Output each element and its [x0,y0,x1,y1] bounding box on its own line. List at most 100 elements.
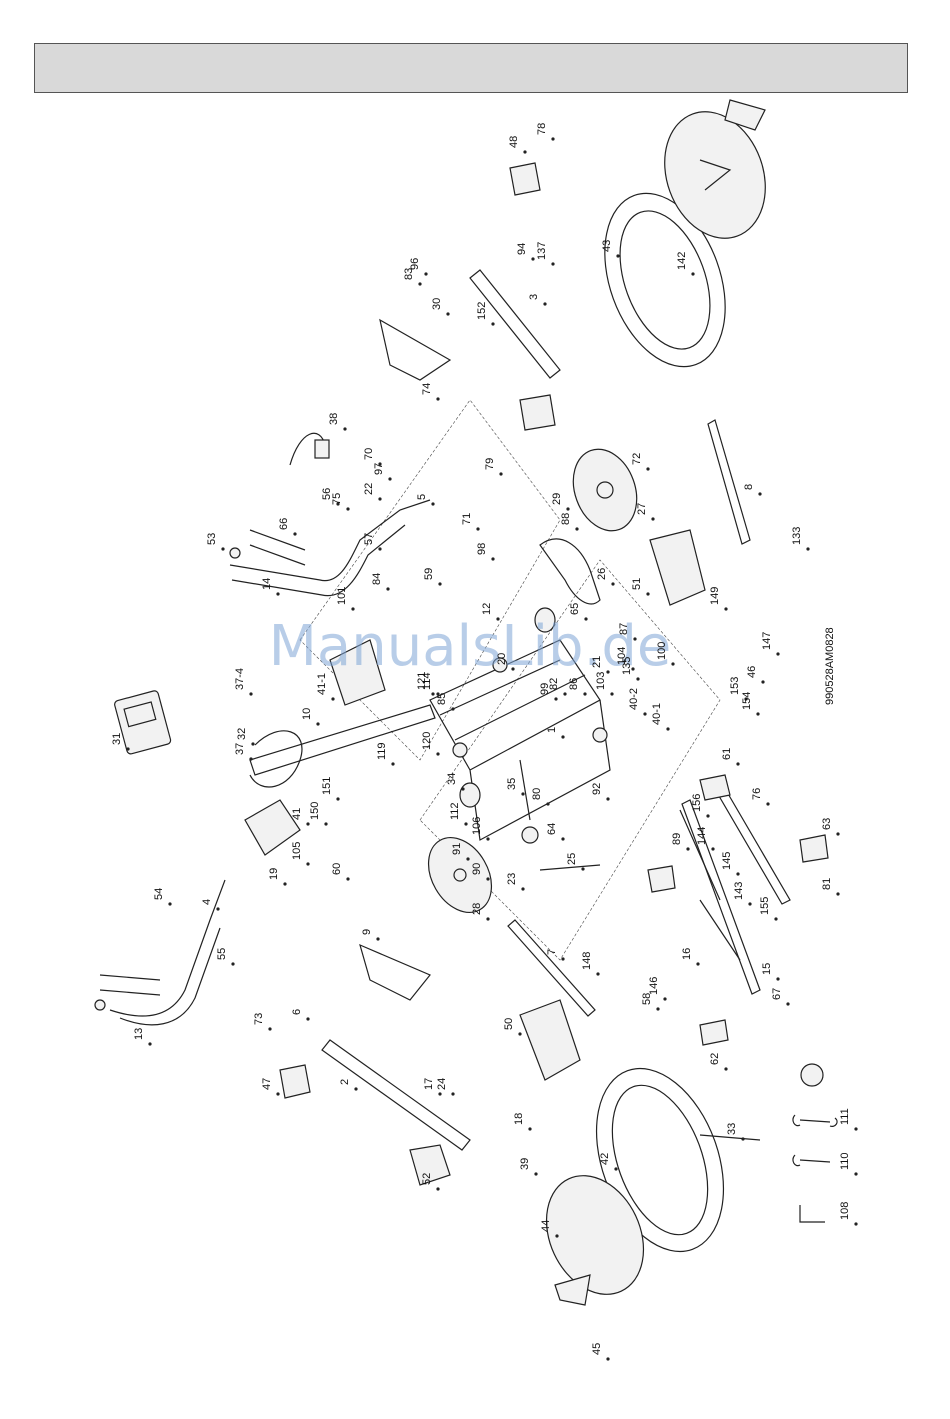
leader-dot-105 [306,862,310,866]
part-label-53: 53 [206,533,218,545]
part-label-47: 47 [261,1078,273,1090]
leader-dot-87 [633,637,637,641]
leader-dot-101 [351,607,355,611]
leader-dot-8 [758,492,762,496]
lower-arm-right [469,269,561,379]
part-label-112: 112 [449,802,461,820]
leader-dot-17 [438,1092,442,1096]
leader-dot-146 [663,997,667,1001]
leader-dot-114 [436,692,440,696]
leader-dot-88 [575,527,579,531]
leader-dot-150 [324,822,328,826]
leader-dot-1 [561,735,565,739]
leader-dot-42 [614,1167,618,1171]
leader-dot-59 [438,582,442,586]
leader-dot-13 [148,1042,152,1046]
part-label-70: 70 [363,448,375,460]
lower-arm-left [321,1039,471,1151]
part-label-80: 80 [531,788,543,800]
leader-dot-103 [610,692,614,696]
part-label-75: 75 [331,493,343,505]
leader-dot-72 [646,467,650,471]
leader-dot-99 [554,697,558,701]
leader-dot-71 [476,527,480,531]
part-label-66: 66 [278,518,290,530]
part-label-35: 35 [506,778,518,790]
leader-dot-151 [336,797,340,801]
leader-dot-110 [854,1172,858,1176]
disc-cover-left [545,1175,645,1295]
leader-dot-48 [523,150,527,154]
cable-33 [699,1134,761,1141]
leader-dot-73 [268,1027,272,1031]
part-label-44: 44 [540,1220,552,1232]
leader-dot-24 [451,1092,455,1096]
leader-dot-142 [691,272,695,276]
left-arm [109,879,226,1017]
cross-member-upper [379,318,452,381]
part-label-24: 24 [436,1078,448,1090]
part-label-9: 9 [361,929,373,935]
handlebar-stem [249,704,436,776]
pedal-left [519,999,581,1081]
leader-dot-119 [391,762,395,766]
part-label-121: 121 [416,672,428,690]
cross-member-lower [359,943,431,1001]
part-label-154: 154 [741,692,753,710]
part-label-5: 5 [416,494,428,500]
socket-tool-icon [800,1063,824,1087]
part-label-1: 1 [546,727,558,733]
leader-dot-41 [306,822,310,826]
part-label-101: 101 [336,587,348,605]
disc-cover-right [664,111,766,239]
leader-dot-78 [551,137,555,141]
part-label-18: 18 [513,1113,525,1125]
foot-62 [699,1019,729,1046]
part-label-8: 8 [743,484,755,490]
leader-dot-97 [388,477,392,481]
part-label-28: 28 [471,903,483,915]
drawing-shapes [94,99,838,1306]
pedal-rail-left [507,919,596,1017]
leader-dot-137 [551,262,555,266]
cover-52-lower [409,1144,451,1186]
leader-dot-37-4 [249,692,253,696]
part-label-84: 84 [371,573,383,585]
leader-dot-108 [854,1222,858,1226]
part-label-114: 114 [421,672,433,690]
leader-dot-92 [606,797,610,801]
part-label-50: 50 [503,1018,515,1030]
bearing-64-lower [521,826,539,844]
leader-dot-3 [543,302,547,306]
part-label-4: 4 [201,899,213,905]
main-frame-struts [439,659,586,821]
leader-dot-38 [343,427,347,431]
part-label-6: 6 [291,1009,303,1015]
leader-dot-55 [231,962,235,966]
part-label-78: 78 [536,123,548,135]
leader-dot-44 [555,1234,559,1238]
leader-dot-64 [561,837,565,841]
part-label-20: 20 [496,653,508,665]
cover-52-upper [519,394,556,431]
leader-dot-37 [249,757,253,761]
leader-dot-51 [646,592,650,596]
part-label-64: 64 [546,823,558,835]
part-label-81: 81 [821,878,833,890]
right-arm-outline [231,524,406,597]
part-label-137: 137 [536,242,548,260]
stabilizer-bar [681,799,761,995]
leader-dot-67 [786,1002,790,1006]
leader-dot-34 [461,787,465,791]
part-label-51: 51 [631,578,643,590]
leader-dot-144 [711,847,715,851]
leader-dot-35 [521,792,525,796]
part-label-94: 94 [516,243,528,255]
end-plug-53-upper [229,547,241,559]
part-label-90: 90 [471,863,483,875]
leader-dot-84 [386,587,390,591]
right-arm [229,499,431,582]
leader-dot-25 [581,867,585,871]
double-wrench-icon [792,1114,838,1127]
part-label-32: 32 [236,728,248,740]
